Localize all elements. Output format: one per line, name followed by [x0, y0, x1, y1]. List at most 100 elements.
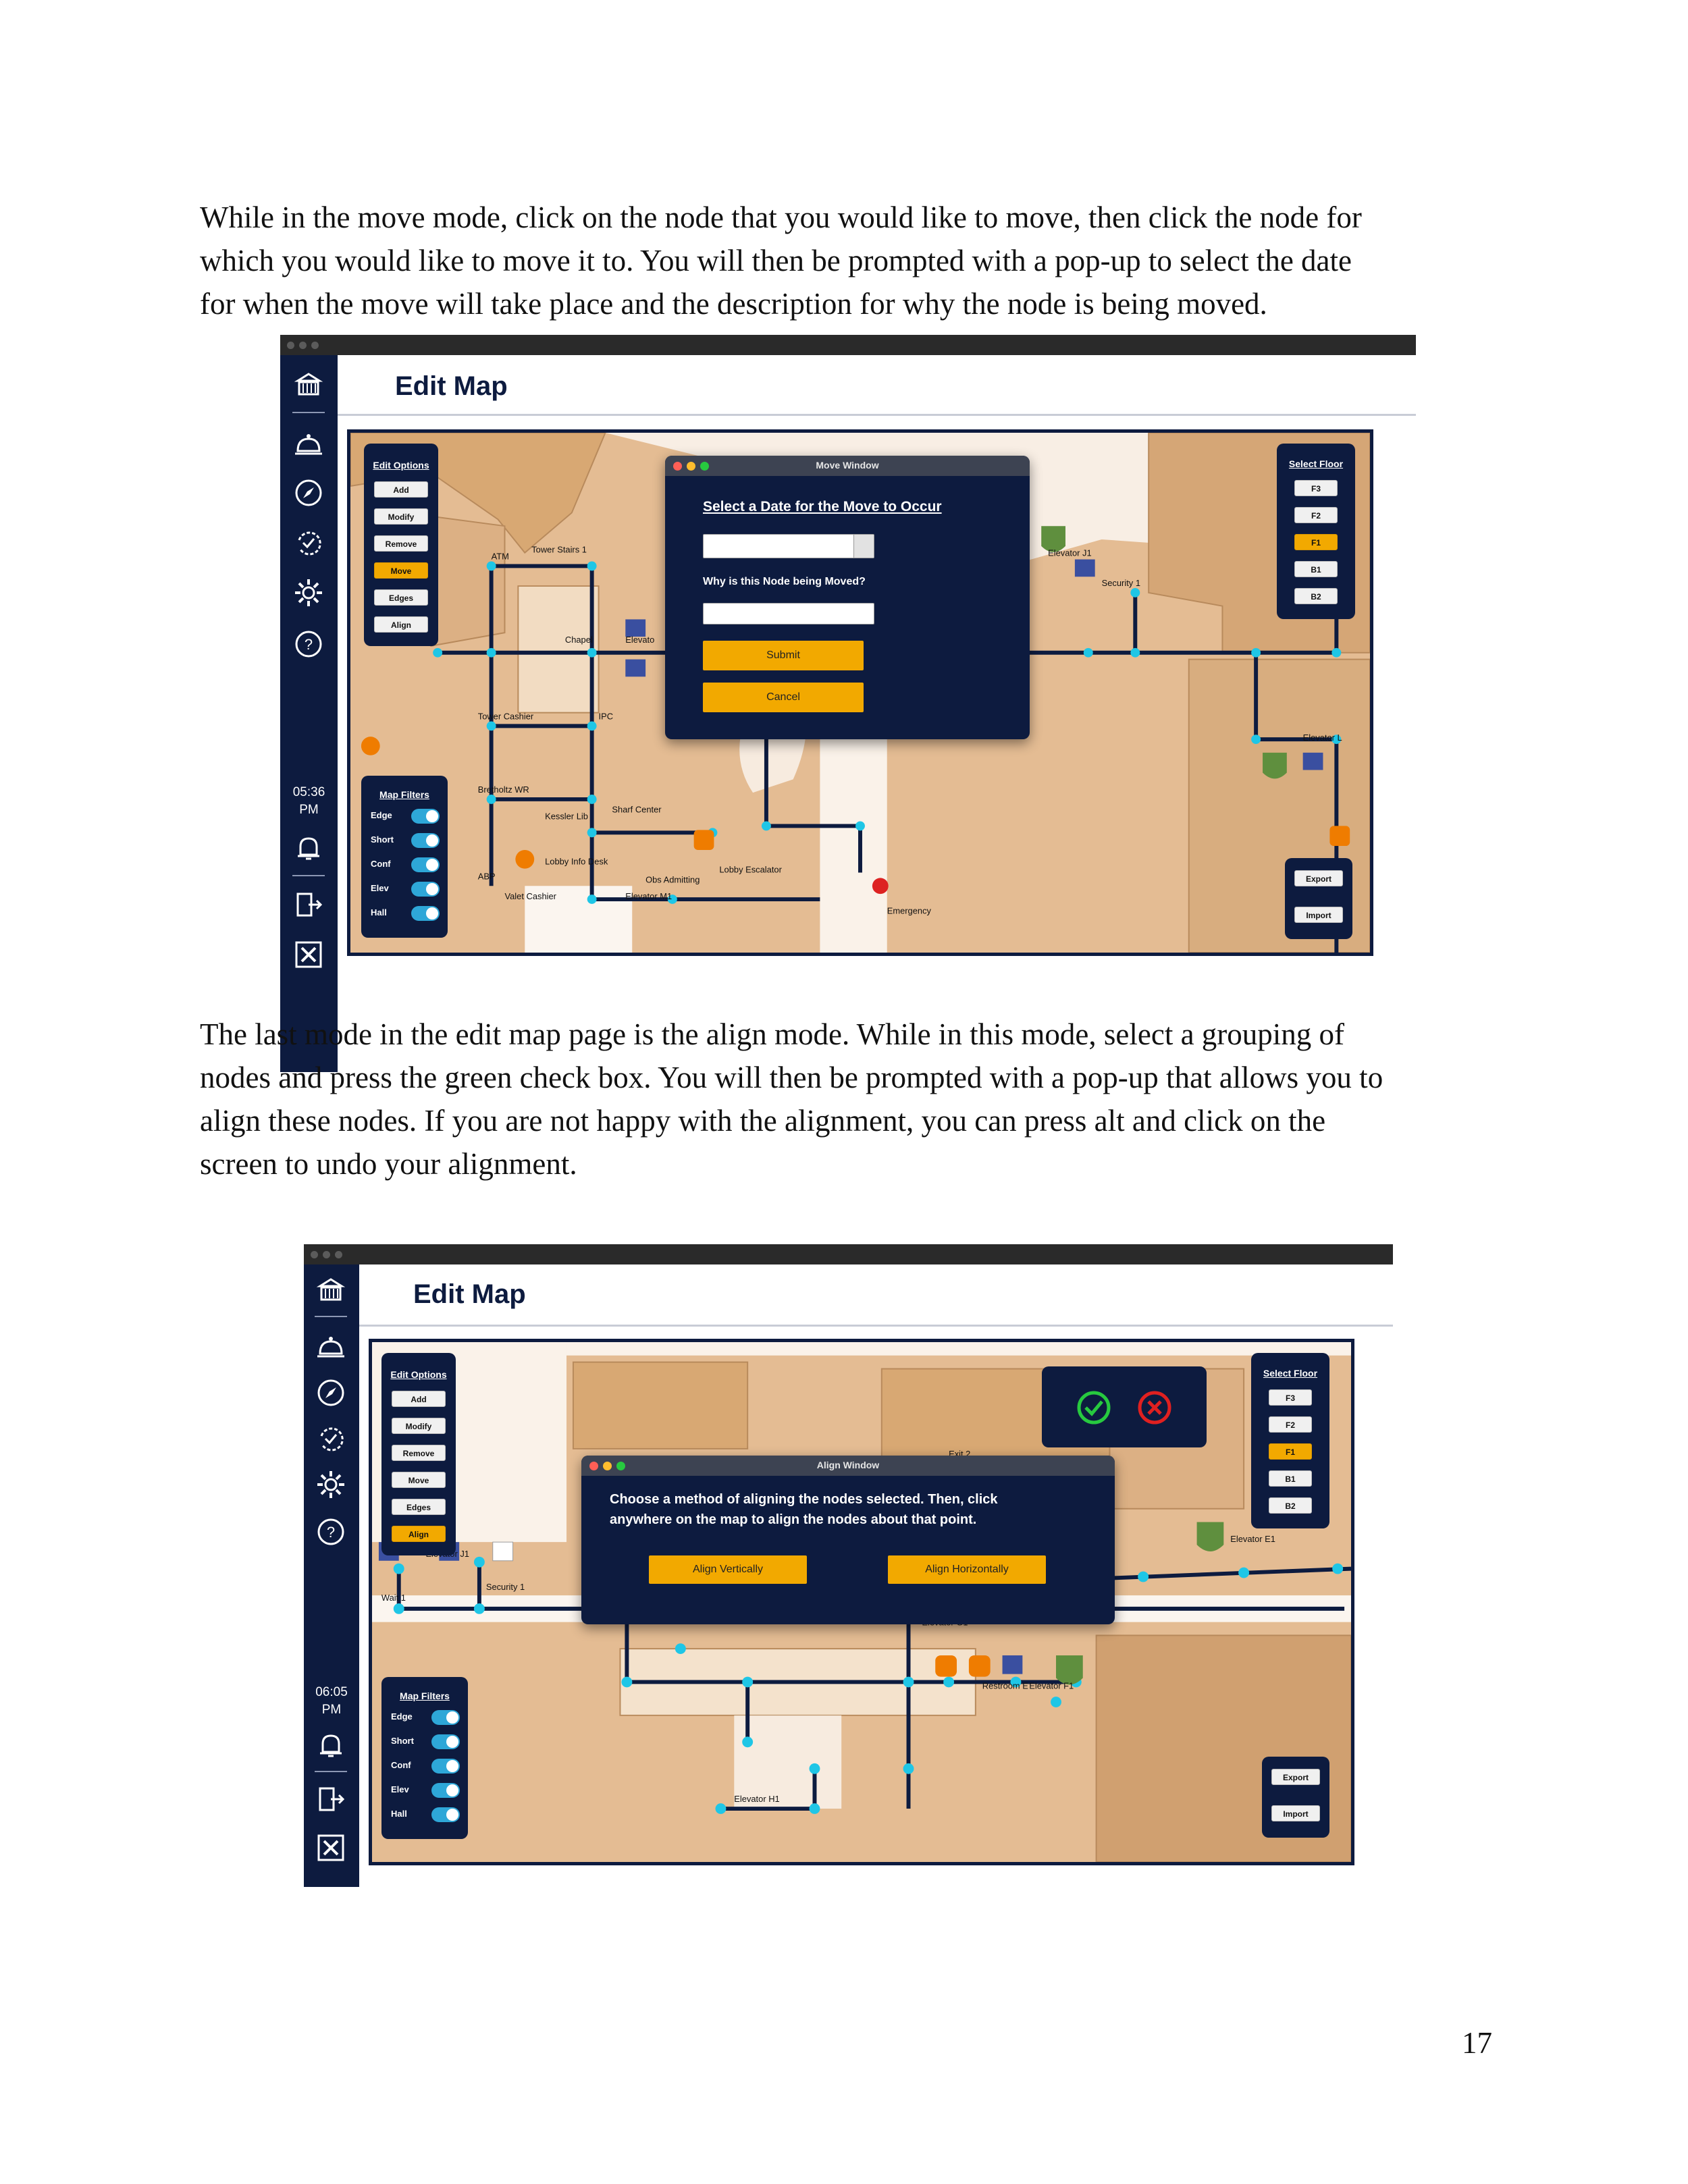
floor-b1-button[interactable]: B1	[1294, 561, 1338, 577]
edge-toggle[interactable]	[411, 809, 440, 824]
move-date-picker[interactable]	[703, 534, 874, 558]
hospital-logo-icon[interactable]	[315, 1274, 347, 1306]
hospital-map[interactable]: Tower Stairs 1 ATM Chapel Elevato Tower …	[347, 429, 1373, 956]
minimize-dot-icon[interactable]	[603, 1462, 612, 1470]
filter-label: Elev	[391, 1784, 409, 1794]
conf-toggle[interactable]	[411, 857, 440, 872]
map-label: Lobby Info Desk	[545, 857, 608, 867]
filter-row-hall: Hall	[371, 904, 440, 923]
map-label: Elevator L	[1303, 733, 1342, 743]
modify-button[interactable]: Modify	[374, 508, 428, 525]
floor-b2-button[interactable]: B2	[1269, 1497, 1312, 1514]
history-check-icon[interactable]	[292, 527, 325, 559]
edit-options-panel: Edit Options Add Modify Remove Move Edge…	[364, 444, 438, 646]
map-label: IPC	[599, 712, 614, 722]
confirm-check-icon[interactable]	[1077, 1391, 1111, 1424]
maximize-dot-icon[interactable]	[616, 1462, 625, 1470]
edges-button[interactable]: Edges	[392, 1499, 446, 1515]
align-button[interactable]: Align	[392, 1526, 446, 1542]
filter-label: Short	[391, 1736, 414, 1746]
align-button[interactable]: Align	[374, 616, 428, 633]
emergency-node	[872, 878, 889, 895]
align-window-dialog: Align Window Choose a method of aligning…	[581, 1456, 1115, 1624]
close-dot-icon[interactable]	[589, 1462, 598, 1470]
compass-icon[interactable]	[315, 1377, 347, 1409]
gear-icon[interactable]	[292, 577, 325, 609]
window-dot	[287, 342, 294, 349]
compass-icon[interactable]	[292, 477, 325, 509]
maximize-dot-icon[interactable]	[700, 462, 709, 471]
logout-icon[interactable]	[315, 1783, 347, 1815]
gear-icon[interactable]	[315, 1468, 347, 1501]
service-bell-icon[interactable]	[315, 1331, 347, 1363]
edges-button[interactable]: Edges	[374, 589, 428, 606]
floor-f2-button[interactable]: F2	[1294, 507, 1338, 523]
help-icon[interactable]: ?	[292, 628, 325, 660]
floor-b1-button[interactable]: B1	[1269, 1470, 1312, 1487]
window-titlebar	[304, 1244, 1393, 1264]
hospital-map[interactable]: Elevator J1 Wait 1 Security 1 Elevator G…	[369, 1339, 1354, 1865]
paragraph-line: align these nodes. If you are not happy …	[200, 1104, 1326, 1138]
import-button[interactable]: Import	[1294, 907, 1343, 923]
align-vertically-button[interactable]: Align Vertically	[649, 1555, 807, 1584]
select-floor-panel: Select Floor F3 F2 F1 B1 B2	[1277, 444, 1355, 619]
elev-toggle[interactable]	[431, 1783, 460, 1798]
floor-f1-button[interactable]: F1	[1269, 1443, 1312, 1460]
modify-button[interactable]: Modify	[392, 1418, 446, 1434]
service-bell-icon[interactable]	[292, 428, 325, 460]
filter-label: Short	[371, 834, 394, 845]
floor-f1-button[interactable]: F1	[1294, 534, 1338, 550]
select-floor-title: Select Floor	[1288, 458, 1344, 469]
export-button[interactable]: Export	[1271, 1769, 1320, 1785]
edge-toggle[interactable]	[431, 1710, 460, 1725]
floor-f3-button[interactable]: F3	[1294, 480, 1338, 496]
app-sidebar: ? 05:36 PM	[280, 355, 338, 1072]
add-button[interactable]: Add	[392, 1391, 446, 1407]
conf-toggle[interactable]	[431, 1759, 460, 1774]
close-dot-icon[interactable]	[673, 462, 682, 471]
remove-button[interactable]: Remove	[374, 535, 428, 552]
notification-bell-icon[interactable]	[315, 1729, 347, 1761]
map-filters-panel: Map Filters Edge Short Conf Elev Hall	[361, 776, 448, 938]
history-check-icon[interactable]	[315, 1422, 347, 1455]
map-label: Elevato	[625, 635, 654, 645]
export-button[interactable]: Export	[1294, 870, 1343, 886]
short-toggle[interactable]	[411, 833, 440, 848]
hall-toggle[interactable]	[411, 906, 440, 921]
import-button[interactable]: Import	[1271, 1805, 1320, 1821]
align-horizontally-button[interactable]: Align Horizontally	[888, 1555, 1046, 1584]
remove-button[interactable]: Remove	[392, 1445, 446, 1461]
filter-label: Conf	[391, 1760, 411, 1770]
calendar-icon[interactable]	[853, 535, 874, 558]
help-icon[interactable]: ?	[315, 1516, 347, 1548]
notification-bell-icon[interactable]	[292, 832, 325, 864]
move-button[interactable]: Move	[374, 562, 428, 579]
floor-f2-button[interactable]: F2	[1269, 1416, 1312, 1433]
floor-b2-button[interactable]: B2	[1294, 588, 1338, 604]
hospital-logo-icon[interactable]	[292, 369, 325, 401]
select-floor-panel: Select Floor F3 F2 F1 B1 B2	[1251, 1353, 1329, 1528]
align-instruction-line: anywhere on the map to align the nodes a…	[610, 1512, 977, 1527]
map-label: Elevator F1	[1029, 1680, 1074, 1690]
sidebar-divider	[292, 875, 325, 876]
hall-toggle[interactable]	[431, 1807, 460, 1822]
cancel-button[interactable]: Cancel	[703, 683, 864, 712]
map-filters-panel: Map Filters Edge Short Conf Elev Hall	[381, 1677, 468, 1839]
svg-text:?: ?	[327, 1524, 335, 1541]
close-icon[interactable]	[292, 938, 325, 971]
elev-toggle[interactable]	[411, 882, 440, 897]
logout-icon[interactable]	[292, 888, 325, 921]
filter-label: Hall	[371, 907, 387, 917]
floor-f3-button[interactable]: F3	[1269, 1389, 1312, 1406]
filter-row-hall: Hall	[391, 1805, 460, 1824]
submit-button[interactable]: Submit	[703, 641, 864, 670]
close-icon[interactable]	[315, 1832, 347, 1864]
move-button[interactable]: Move	[392, 1472, 446, 1488]
cancel-x-icon[interactable]	[1138, 1391, 1171, 1424]
minimize-dot-icon[interactable]	[687, 462, 695, 471]
short-toggle[interactable]	[431, 1734, 460, 1749]
filter-label: Edge	[391, 1711, 413, 1722]
move-reason-input[interactable]	[703, 603, 874, 624]
page-title: Edit Map	[413, 1279, 526, 1309]
add-button[interactable]: Add	[374, 481, 428, 498]
